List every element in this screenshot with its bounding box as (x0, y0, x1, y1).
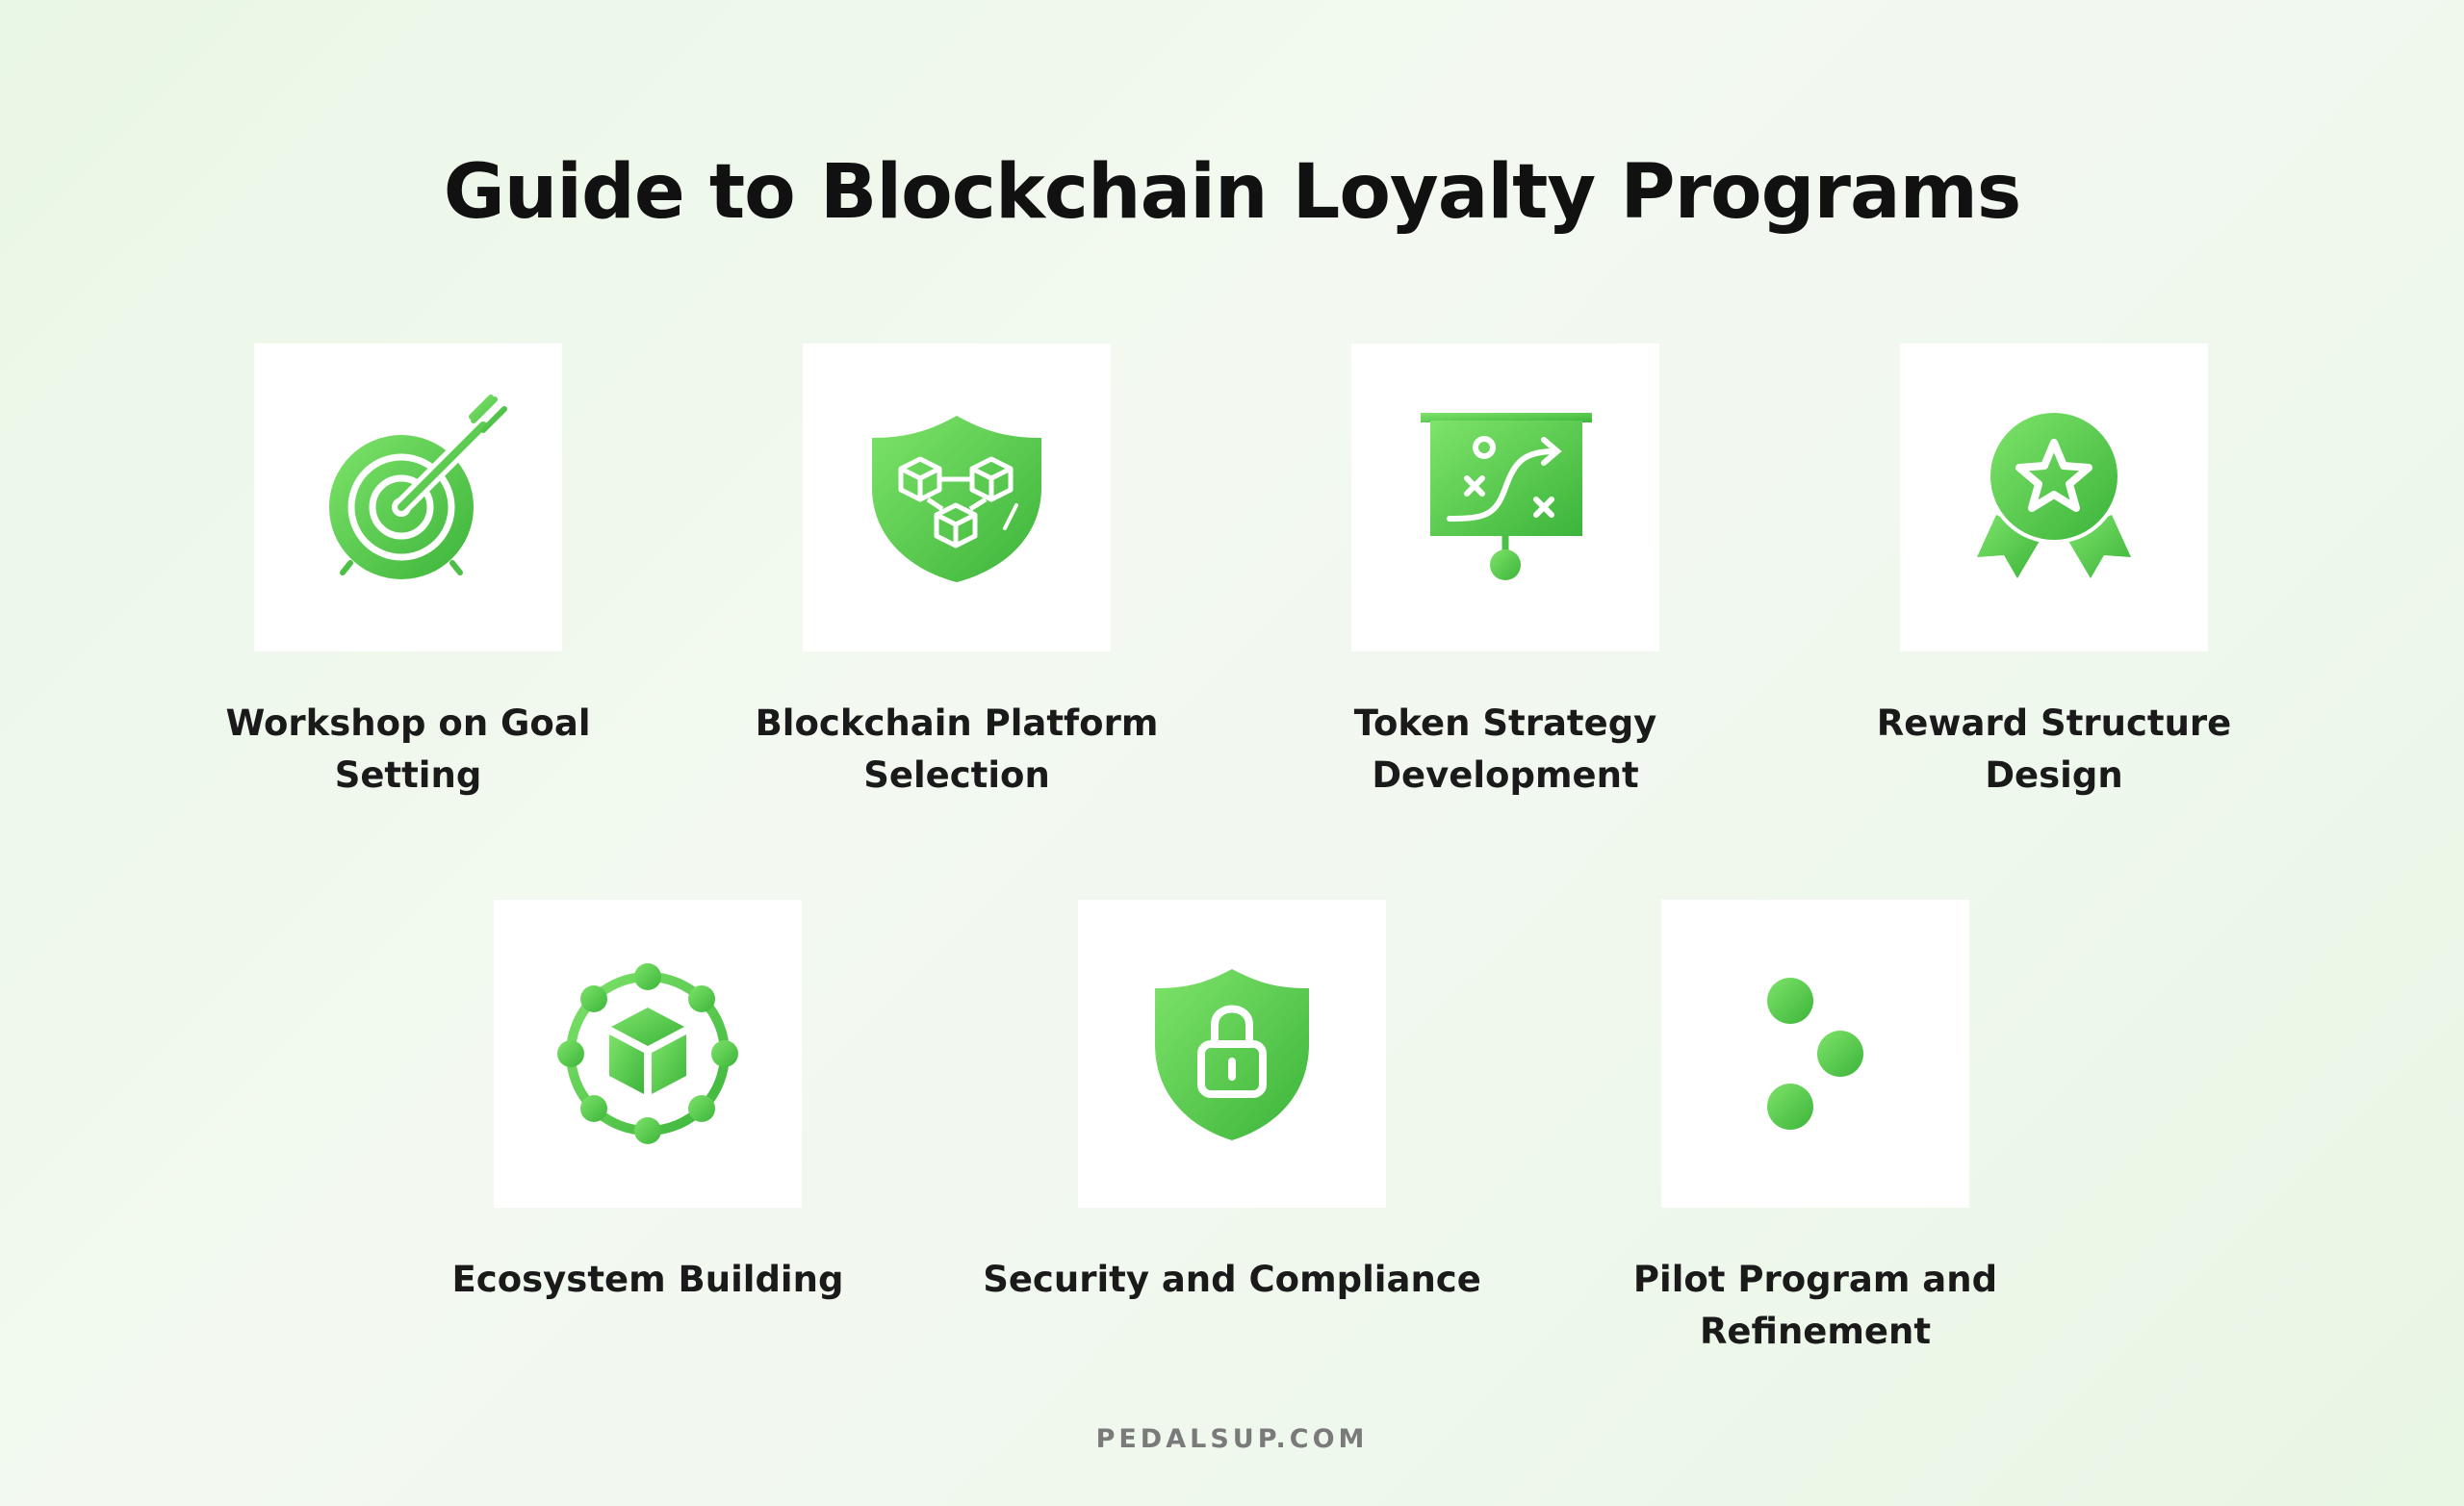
step-card-pilot (1661, 900, 1969, 1208)
step-label-goal-workshop: Workshop on Goal Setting (225, 702, 591, 796)
step-card-goal-workshop (254, 344, 562, 651)
step-label-token-strategy: Token Strategy Development (1353, 702, 1657, 796)
step-label-ecosystem: Ecosystem Building (451, 1259, 844, 1300)
step-card-ecosystem (494, 900, 802, 1208)
ecosystem-network-icon (557, 963, 738, 1144)
security-lock-shield-icon (1155, 969, 1309, 1140)
page-title: Guide to Blockchain Loyalty Programs (443, 149, 2022, 236)
adjustment-sliders-icon (1735, 978, 1895, 1130)
blockchain-shield-icon (872, 416, 1041, 582)
step-card-token-strategy (1351, 344, 1659, 651)
step-label-security: Security and Compliance (983, 1259, 1481, 1300)
target-arrow-icon (329, 395, 507, 579)
step-card-platform-selection (803, 344, 1111, 651)
step-label-platform-selection: Blockchain Platform Selection (755, 702, 1159, 796)
step-label-reward-design: Reward Structure Design (1876, 702, 2232, 796)
strategy-board-icon (1421, 413, 1592, 580)
step-card-security (1078, 900, 1386, 1208)
footer-brand: PEDALSUP.COM (1095, 1424, 1369, 1454)
step-card-reward-design (1900, 344, 2208, 651)
award-ribbon-icon (1977, 409, 2131, 578)
step-label-pilot: Pilot Program and Refinement (1632, 1259, 1998, 1352)
